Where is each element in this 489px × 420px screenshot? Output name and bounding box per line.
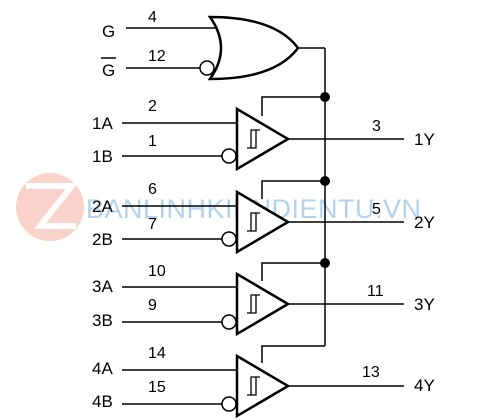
buffer-1: 1A 2 1B 1 3 1Y <box>92 92 435 172</box>
buffer-2-junction-dot <box>320 176 330 186</box>
buffer-4-a-pin: 14 <box>148 345 166 362</box>
buffer-4-triangle <box>235 353 291 419</box>
buffer-3: 3A 10 3B 9 11 3Y <box>92 258 435 337</box>
buffer-2-triangle <box>235 189 291 255</box>
buffer-1-a-pin: 2 <box>148 98 157 115</box>
buffer-2-out-pin: 5 <box>372 201 381 218</box>
buffer-1-triangle <box>235 106 291 172</box>
buffer-4-inversion-bubble <box>221 396 237 412</box>
buffer-1-out-pin: 3 <box>372 118 381 135</box>
buffer-3-out-pin: 11 <box>367 283 384 300</box>
buffer-3-inversion-bubble <box>221 314 237 330</box>
buffer-4-enable-wire <box>261 345 325 363</box>
buffer-3-triangle <box>235 271 291 337</box>
control-or-gate: G 4 G 12 <box>101 9 326 346</box>
buffer-2-a-label: 2A <box>92 197 113 216</box>
control-input-gbar-label: G <box>102 61 115 80</box>
buffer-2-inversion-bubble <box>221 231 237 247</box>
buffer-3-a-pin: 10 <box>148 263 166 280</box>
buffer-3-out-label: 3Y <box>414 295 435 314</box>
buffer-4-a-label: 4A <box>92 359 113 378</box>
watermark-logo <box>16 173 84 241</box>
buffer-2-enable-wire <box>261 180 325 199</box>
or-gate-symbol <box>207 15 300 81</box>
control-input-g-pin: 4 <box>148 9 157 26</box>
control-inversion-bubble <box>199 60 215 76</box>
buffer-1-enable-wire <box>261 96 325 116</box>
buffer-3-junction-dot <box>320 258 330 268</box>
buffer-2-out-label: 2Y <box>414 213 435 232</box>
buffer-2-hysteresis-icon <box>247 212 260 232</box>
buffer-4-b-pin: 15 <box>148 379 166 396</box>
buffer-4-out-pin: 13 <box>362 364 380 381</box>
buffer-1-b-pin: 1 <box>148 133 157 150</box>
buffer-3-a-label: 3A <box>92 277 113 296</box>
buffer-1-hysteresis-icon <box>247 129 260 149</box>
buffer-2: 2A 6 2B 7 5 2Y <box>92 176 435 255</box>
buffer-3-enable-wire <box>261 262 325 281</box>
buffer-4-b-label: 4B <box>92 392 113 411</box>
control-input-g-label: G <box>102 22 115 41</box>
buffer-1-b-label: 1B <box>92 147 113 166</box>
buffer-3-b-pin: 9 <box>148 297 157 314</box>
buffer-4-out-label: 4Y <box>414 376 435 395</box>
buffer-4-hysteresis-icon <box>247 376 260 396</box>
control-input-gbar-pin: 12 <box>148 48 166 65</box>
buffer-2-b-pin: 7 <box>148 216 157 233</box>
buffer-1-junction-dot <box>320 92 330 102</box>
buffer-2-b-label: 2B <box>92 230 113 249</box>
buffer-1-out-label: 1Y <box>414 130 435 149</box>
buffer-3-hysteresis-icon <box>247 294 260 314</box>
buffer-1-inversion-bubble <box>221 148 237 164</box>
buffer-1-a-label: 1A <box>92 114 113 133</box>
buffer-3-b-label: 3B <box>92 311 113 330</box>
buffer-2-a-pin: 6 <box>148 181 157 198</box>
watermark: BANLINHKIENDIENTU.VN <box>16 173 421 241</box>
buffer-4: 4A 14 4B 15 13 4Y <box>92 345 435 419</box>
